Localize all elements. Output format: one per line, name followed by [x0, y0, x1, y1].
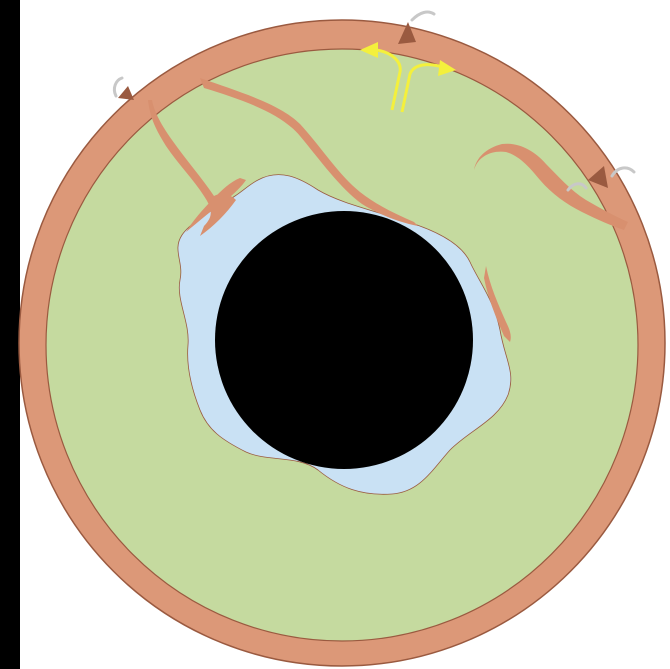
wall-nick-left: [118, 86, 134, 100]
central-lumen: [215, 211, 473, 469]
left-dark-bar: [0, 0, 20, 669]
gray-cut-stub-icon: [114, 78, 122, 96]
gray-cut-stub-icon: [412, 12, 434, 20]
